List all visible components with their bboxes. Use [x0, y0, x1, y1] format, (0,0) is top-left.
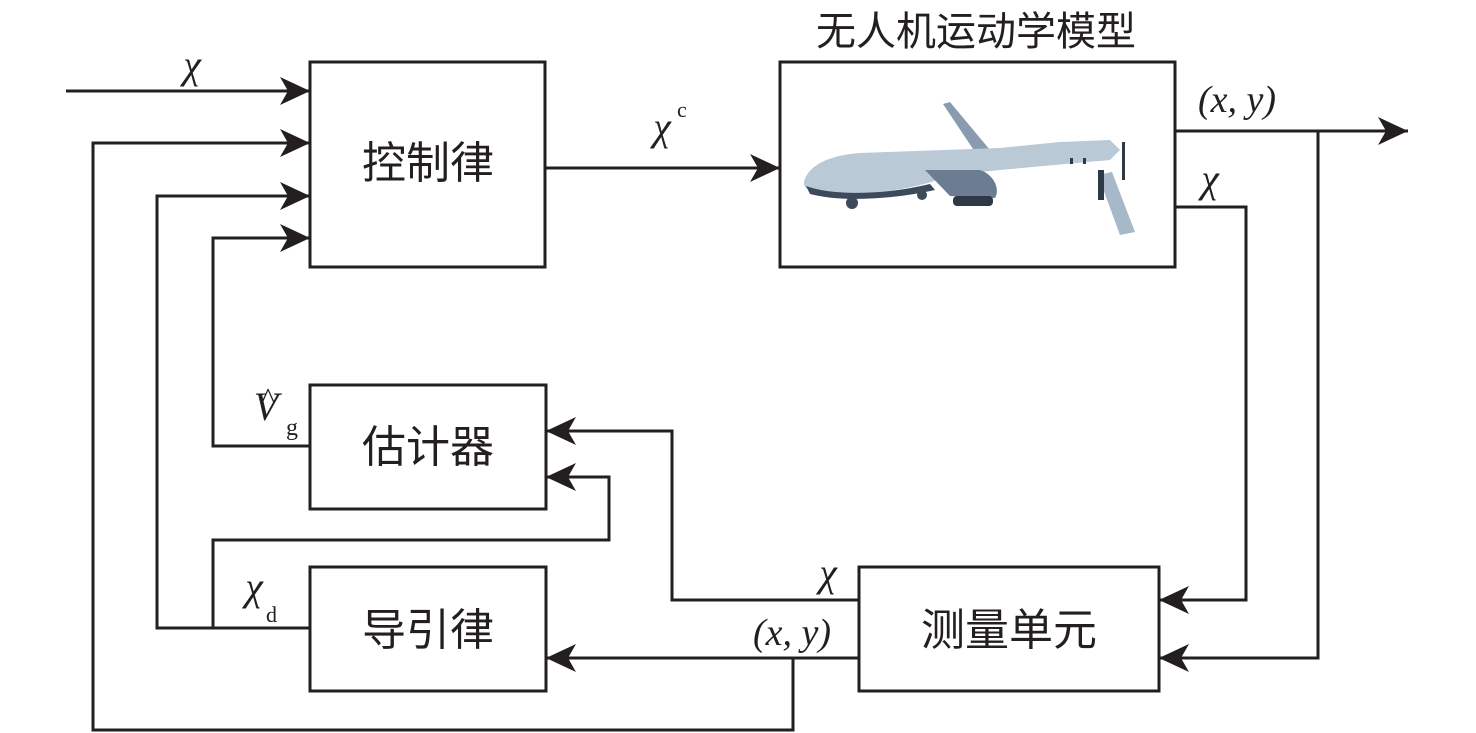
chi-d-sub: d [266, 602, 277, 627]
label-chi-output: χ [1197, 156, 1220, 201]
wire-position-to-controller [91, 129, 795, 732]
label-chi-d: χ d [241, 564, 277, 627]
vg-hat-sub: g [286, 415, 298, 441]
chi-d-base: χ [241, 564, 264, 609]
uav-model-block: 无人机运动学模型 [778, 9, 1177, 269]
controller-block: 控制律 [308, 60, 547, 269]
label-position-output: (x, y) [1198, 79, 1276, 121]
wire-chi-to-measurement [1159, 205, 1248, 614]
controller-label: 控制律 [362, 138, 494, 189]
estimator-block: 估计器 [308, 383, 548, 511]
label-chi-command: χ c [649, 97, 687, 149]
label-vg-hat: ^ V [254, 382, 283, 429]
estimator-label: 估计器 [362, 422, 494, 473]
wire-vg-to-controller [211, 224, 310, 448]
measurement-label: 测量单元 [921, 605, 1097, 656]
label-position-measured: (x, y) [753, 612, 831, 654]
label-chi-measured: χ [815, 550, 838, 595]
chi-command-sup: c [677, 97, 687, 122]
guidance-block: 导引律 [308, 565, 548, 693]
chi-command-base: χ [649, 104, 672, 149]
vg-hat-base: V [254, 384, 283, 429]
measurement-block: 测量单元 [857, 565, 1161, 693]
uav-model-title: 无人机运动学模型 [816, 9, 1136, 55]
uav-drone-icon [803, 102, 1135, 235]
wire-position-to-measurement [1159, 131, 1320, 672]
label-chi-input: χ [179, 42, 202, 87]
wire-chid-to-estimator [211, 463, 611, 628]
vg-hat-accent: ^ [261, 382, 275, 415]
guidance-label: 导引律 [362, 605, 494, 656]
wire-chi-to-estimator [546, 417, 859, 602]
wire-chid-to-controller [155, 182, 310, 630]
